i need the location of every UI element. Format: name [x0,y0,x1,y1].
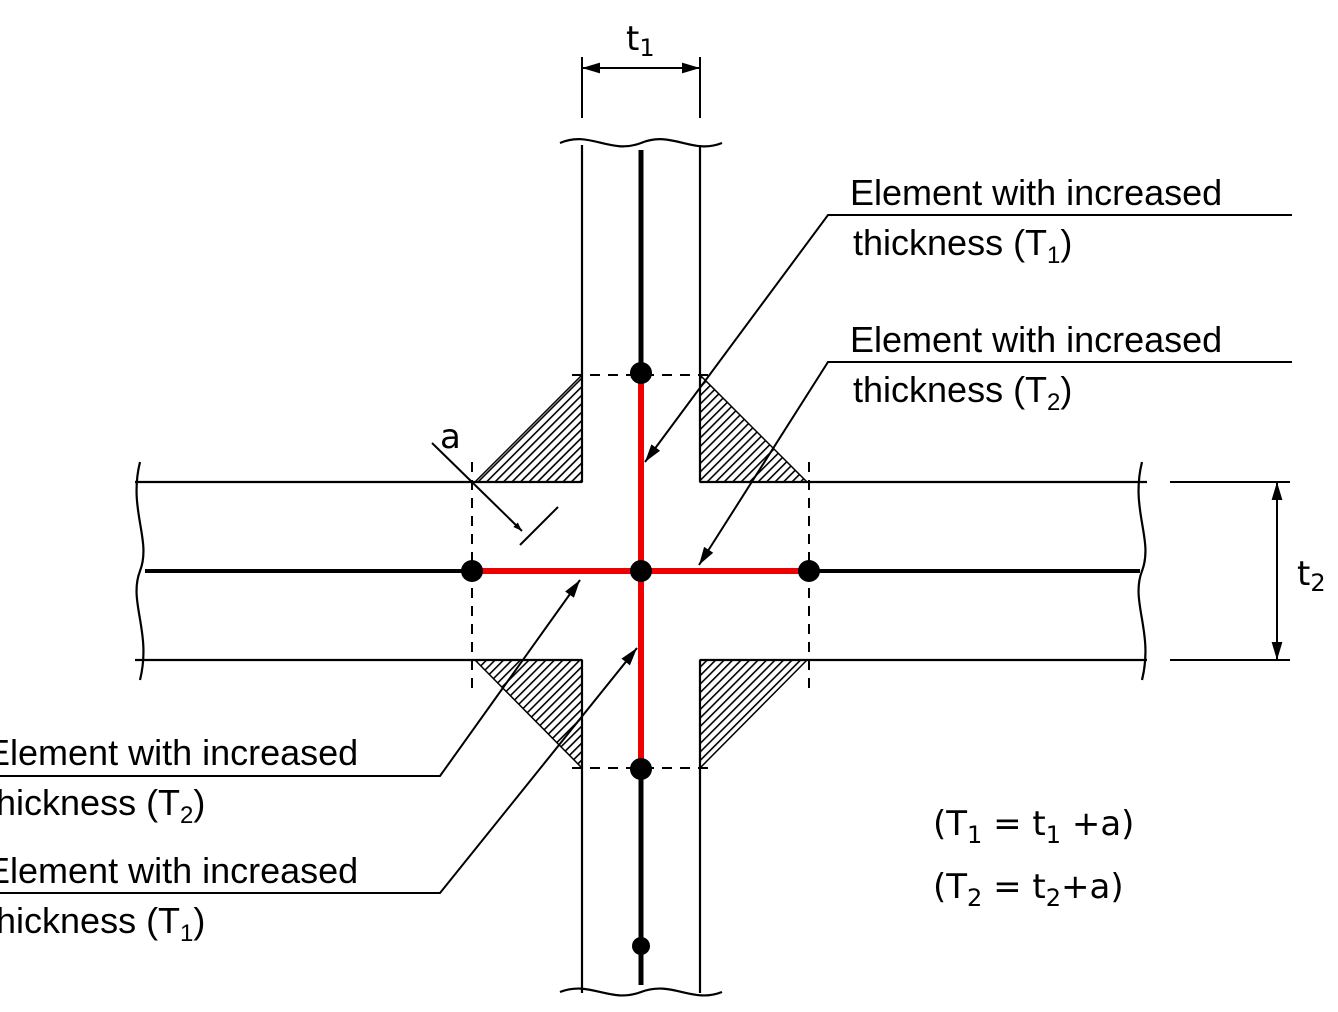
a-tick [519,506,559,546]
leader-callout-3 [0,579,581,777]
horizontal-member-break-right [1137,461,1147,681]
node-top [630,362,652,384]
callout-bottom-left-1: Element with increased thickness (T2) [0,732,358,829]
node-end-bottom [632,937,650,955]
horizontal-member [135,461,1147,681]
dimension-a [431,442,559,546]
dimension-t1: t1 [581,19,701,118]
callout-2-line2: thickness (T2) [853,369,1072,416]
vertical-member-break-bottom [559,987,723,997]
node-right [798,560,820,582]
t1-label: t1 [626,19,655,62]
weld-bottom-right [699,659,809,770]
weld-top-right [699,373,809,483]
callout-1-line1: Element with increased [850,172,1222,213]
weld-bottom-left [473,659,583,770]
node-left [461,560,483,582]
fillet-welds [473,373,809,770]
callout-3-line2: thickness (T2) [0,782,205,829]
dimension-t2: t2 [1170,481,1326,661]
formulas: (T1 = t1 +a) (T2 = t2+a) [933,804,1134,912]
nodes [461,362,820,955]
vertical-member [559,138,723,997]
callout-4-line2: thickness (T1) [0,900,205,947]
leader-callout-4 [0,647,638,894]
callout-top-right-2: Element with increased thickness (T2) [850,319,1222,416]
node-bottom [630,758,652,780]
callout-3-line1: Element with increased [0,732,358,773]
callout-top-right-1: Element with increased thickness (T1) [850,172,1222,269]
a-dimension-line [474,484,523,532]
leader-callout-2 [698,361,1292,566]
callout-bottom-left-2: Element with increased thickness (T1) [0,850,358,947]
a-label: a [440,417,461,457]
a-leader-top [431,442,476,486]
node-center [630,560,652,582]
t2-label: t2 [1297,554,1326,597]
leader-callout-1 [644,214,1292,463]
callout-1-line2: thickness (T1) [853,222,1072,269]
weld-top-left [473,373,583,483]
formula-T2: (T2 = t2+a) [933,867,1124,912]
horizontal-member-break-left [135,461,145,681]
formula-T1: (T1 = t1 +a) [933,804,1134,849]
callout-2-line1: Element with increased [850,319,1222,360]
vertical-member-break-top [559,138,723,148]
callout-4-line1: Element with increased [0,850,358,891]
leader-lines [0,214,1292,894]
